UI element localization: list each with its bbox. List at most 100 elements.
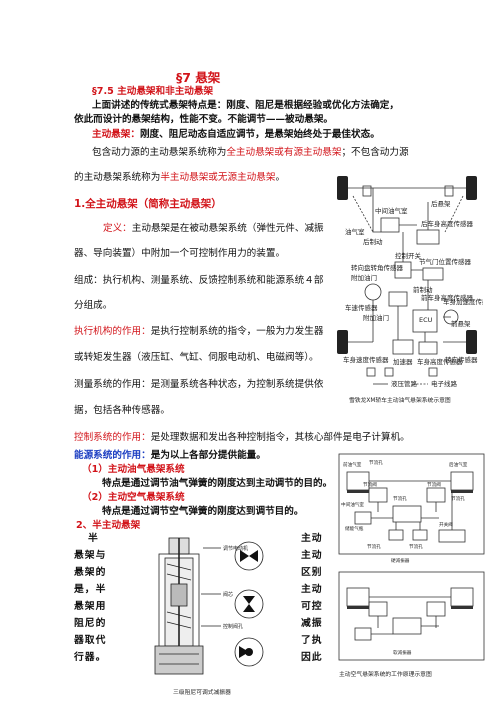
fig1-label-13: ECU: [419, 316, 433, 324]
semi-right-4: 可控: [301, 601, 323, 612]
measurement-line-2: 据，包括各种传感器。: [74, 405, 170, 416]
composition-line-1: 组成：执行机构、测量系统、反馈控制系统和能源系统４部: [74, 275, 324, 286]
fig1-label-18: 车身高度传感器: [417, 357, 463, 366]
fig1-label-5: 控制开关: [395, 251, 422, 260]
energy-label: 能源系统的作用：: [74, 450, 151, 461]
fig2-label-6: 节流孔: [451, 495, 465, 502]
semi-left-column: 半 悬架与 悬架的 是，半 悬架用 阻尼的 器取代 行器。: [74, 530, 106, 666]
measurement-line-1: 测量系统的作用：是测量系统各种状态，为控制系统提供依: [74, 379, 324, 390]
fig2-label-0: 前油气室: [343, 461, 362, 468]
inclusion-text-d: 。: [275, 172, 286, 183]
fig2-label-9: 节流孔: [367, 543, 381, 550]
executor-label: 执行机构的作用：: [74, 326, 151, 337]
definition-text-1: 主动悬架是在被动悬架系统（弹性元件、减振: [131, 223, 324, 234]
semi-left-6: 器取代: [74, 635, 107, 646]
fig1-label-1: 中间油气室: [375, 206, 408, 215]
fig1-label-2: 油气室: [345, 227, 365, 236]
semi-active-heading: 2、半主动悬架: [76, 520, 141, 531]
fig1-label-16: 加速器: [393, 357, 413, 366]
fig2-label-11: 开关阀: [439, 521, 453, 528]
inclusion-text-a: 包含动力源的主动悬架系统称为: [92, 147, 227, 158]
intro-line-2: 依此而设计的悬架结构，性能不变。不能调节——被动悬架。: [74, 114, 334, 125]
page-title: §7 悬架: [176, 70, 221, 85]
fig1-label-15: 前车身高度传感器: [421, 293, 474, 302]
inclusion-line-1: 包含动力源的主动悬架系统称为全主动悬架或有源主动悬架；不包含动力源: [92, 146, 409, 159]
air-suspension-diagram: 前油气室 节流孔 后油气室 节流阀 节流孔 节流阀 节流孔 中间油气室 储能气瓶…: [333, 450, 488, 690]
composition-line-2: 分组成。: [74, 300, 113, 311]
semi-right-3: 主动: [301, 584, 323, 595]
fig2-label-2: 后油气室: [449, 461, 468, 468]
full-active-heading: 1.全主动悬架（简称主动悬架）: [74, 198, 222, 210]
semi-left-3: 是，半: [74, 584, 107, 595]
active-definition-label: 主动悬架：: [92, 129, 140, 140]
fig1-label-14: 附加油门: [363, 313, 389, 322]
semi-active-term: 半主动悬架或无源主动悬架: [160, 172, 276, 183]
semi-left-7: 行器。: [74, 652, 107, 663]
active-definition: 主动悬架：刚度、阻尼动态自适应调节，是悬架始终处于最佳状态。: [92, 128, 380, 141]
fig2-label-7: 中间油气室: [341, 501, 364, 508]
definition-label: 定义：: [103, 223, 132, 234]
fig2-label-12: 硬减振器: [391, 557, 410, 564]
semi-right-7: 因此: [301, 652, 323, 663]
oil-gas-heading: （1）主动油气悬架系统: [82, 464, 185, 475]
semi-right-0: 主动: [301, 533, 323, 544]
section-heading: §7.5 主动悬架和非主动悬架: [92, 86, 214, 97]
fig1-label-17: 车身速度传感器: [343, 355, 389, 364]
fig2-label-3: 节流阀: [363, 481, 377, 488]
fig1-label-19: 转向传感器: [445, 355, 478, 364]
semi-left-4: 悬架用: [74, 601, 107, 612]
energy-text: 是为以上各部分提供能量。: [150, 450, 266, 461]
fig1-label-10: 车速传感器: [345, 303, 378, 312]
semi-right-1: 主动: [301, 550, 323, 561]
fig3-caption: 三级阻尼可调式减振器: [173, 688, 231, 696]
adjustable-damper-diagram: 调节电动机 阀芯 控制阀孔 三级阻尼可调式减振器: [145, 534, 295, 700]
control-text: 是处理数据和发出各种控制指令，其核心部件是电子计算机。: [150, 432, 410, 443]
fig2-label-10: 节流孔: [409, 543, 423, 550]
fig1-label-3: 后制动: [363, 237, 383, 246]
executor-text-1: 是执行控制系统的指令，一般为力发生器: [150, 326, 324, 337]
semi-right-6: 了执: [301, 635, 323, 646]
fig3-label-2: 控制阀孔: [223, 623, 243, 630]
air-heading: （2）主动空气悬架系统: [82, 492, 185, 503]
fig2-caption: 主动空气悬架系统的工作原理示意图: [339, 670, 432, 678]
fig3-label-1: 阀芯: [223, 591, 233, 598]
inclusion-text-c: 的主动悬架系统称为: [74, 172, 161, 183]
semi-right-2: 区别: [301, 567, 323, 578]
fig3-label-0: 调节电动机: [223, 545, 248, 552]
active-definition-text: 刚度、阻尼动态自适应调节，是悬架始终处于最佳状态。: [139, 129, 380, 140]
inclusion-line-2: 的主动悬架系统称为半主动悬架或无源主动悬架。: [74, 171, 285, 184]
semi-left-2: 悬架的: [74, 567, 107, 578]
fig1-caption: 雪铁龙XM轿车主动油气悬架系统示意图: [349, 396, 451, 404]
fig1-label-6: 转向盘转角传感器: [351, 263, 404, 272]
fig2-label-8: 储能气瓶: [345, 525, 364, 532]
executor-line-1: 执行机构的作用：是执行控制系统的指令，一般为力发生器: [74, 325, 323, 338]
fig1-label-4: 后车身高度传感器: [421, 219, 474, 228]
full-active-term: 全主动悬架或有源主动悬架: [226, 147, 342, 158]
fig2-label-4: 节流孔: [393, 495, 407, 502]
fig2-label-1: 节流孔: [369, 459, 383, 466]
fig1-label-11: 车身加速度传感器: [443, 297, 483, 306]
control-line: 控制系统的作用：是处理数据和发出各种控制指令，其核心部件是电子计算机。: [74, 431, 410, 444]
semi-left-5: 阻尼的: [74, 618, 107, 629]
inclusion-text-b: ；不包含动力源: [341, 147, 409, 158]
semi-left-0: 半: [88, 533, 99, 544]
fig1-label-12: 前悬架: [451, 319, 471, 328]
intro-line-1: 上面讲述的传统式悬架特点是：刚度、阻尼是根据经验或优化方法确定，: [92, 100, 399, 111]
definition-line-2: 器、导向装置）中附加一个可控制作用力的装置。: [74, 248, 286, 259]
semi-left-1: 悬架与: [74, 550, 107, 561]
fig1-label-9: 前制动: [413, 285, 433, 294]
fig1-label-0: 后悬架: [431, 199, 451, 208]
air-text: 特点是通过调节空气弹簧的刚度达到调节目的。: [102, 506, 304, 517]
energy-line: 能源系统的作用：是为以上各部分提供能量。: [74, 449, 266, 462]
fig2-label-13: 软减振器: [393, 649, 412, 656]
control-label: 控制系统的作用：: [74, 432, 151, 443]
citroen-suspension-diagram: 后悬架 中间油气室 油气室 后制动 后车身高度传感器 控制开关 转向盘转角传感器…: [333, 172, 483, 432]
oil-gas-text: 特点是通过调节油气弹簧的刚度达到主动调节的目的。: [102, 478, 333, 489]
fig1-label-21: 电子线路: [431, 379, 458, 388]
semi-right-5: 减振: [301, 618, 323, 629]
fig1-label-8: 节气门位置传感器: [419, 257, 472, 266]
executor-line-2: 或转矩发生器（液压缸、气缸、伺服电动机、电磁阀等）。: [74, 352, 319, 363]
fig2-label-5: 节流阀: [427, 481, 441, 488]
fig1-label-20: 液压管路: [391, 379, 418, 388]
fig1-label-7: 附加油门: [351, 273, 377, 282]
